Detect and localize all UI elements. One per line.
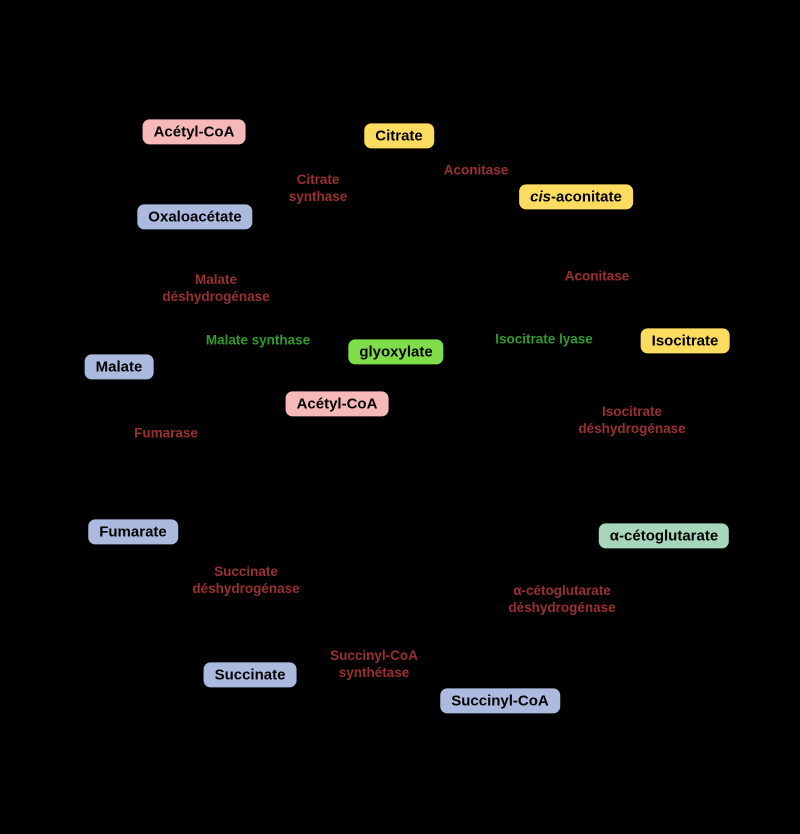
enzyme-fumarase: Fumarase — [134, 425, 198, 441]
metabolite-glyoxylate: glyoxylate — [348, 339, 444, 365]
enzyme-malate-synthase: Malate synthase — [205, 332, 311, 348]
metabolite-fumarate: Fumarate — [88, 519, 178, 545]
metabolite-cis-aconitate-italic: cis — [530, 188, 551, 206]
metabolite-cis-aconitate: cis-aconitate — [519, 184, 633, 210]
enzyme-citrate-synthase: Citrate synthase — [288, 172, 348, 204]
enzyme-succinate-deshydrogenase: Succinate déshydrogénase — [192, 564, 300, 596]
enzyme-alpha-cetoglutarate-deshydrogenase: α-cétoglutarate déshydrogénase — [508, 583, 616, 615]
metabolite-malate: Malate — [84, 354, 154, 380]
metabolite-citrate: Citrate — [364, 123, 434, 149]
metabolite-acetyl-coa-mid: Acétyl-CoA — [285, 391, 389, 417]
metabolite-alpha-cetoglutarate: α-cétoglutarate — [598, 523, 730, 549]
metabolite-succinyl-coa: Succinyl-CoA — [440, 688, 560, 714]
metabolite-oxaloacetate: Oxaloacétate — [137, 204, 253, 230]
enzyme-aconitase-2: Aconitase — [564, 268, 630, 284]
metabolite-cis-aconitate-rest: -aconitate — [551, 188, 622, 206]
enzyme-isocitrate-lyase: Isocitrate lyase — [495, 331, 593, 347]
enzyme-isocitrate-deshydrogenase: Isocitrate déshydrogénase — [578, 404, 686, 436]
metabolite-acetyl-coa-top: Acétyl-CoA — [142, 119, 246, 145]
enzyme-succinyl-coa-synthetase: Succinyl-CoA synthétase — [330, 648, 418, 680]
enzyme-aconitase-1: Aconitase — [443, 162, 509, 178]
metabolite-succinate: Succinate — [203, 662, 297, 688]
enzyme-malate-deshydrogenase: Malate déshydrogénase — [162, 272, 270, 304]
metabolite-isocitrate: Isocitrate — [640, 328, 730, 354]
